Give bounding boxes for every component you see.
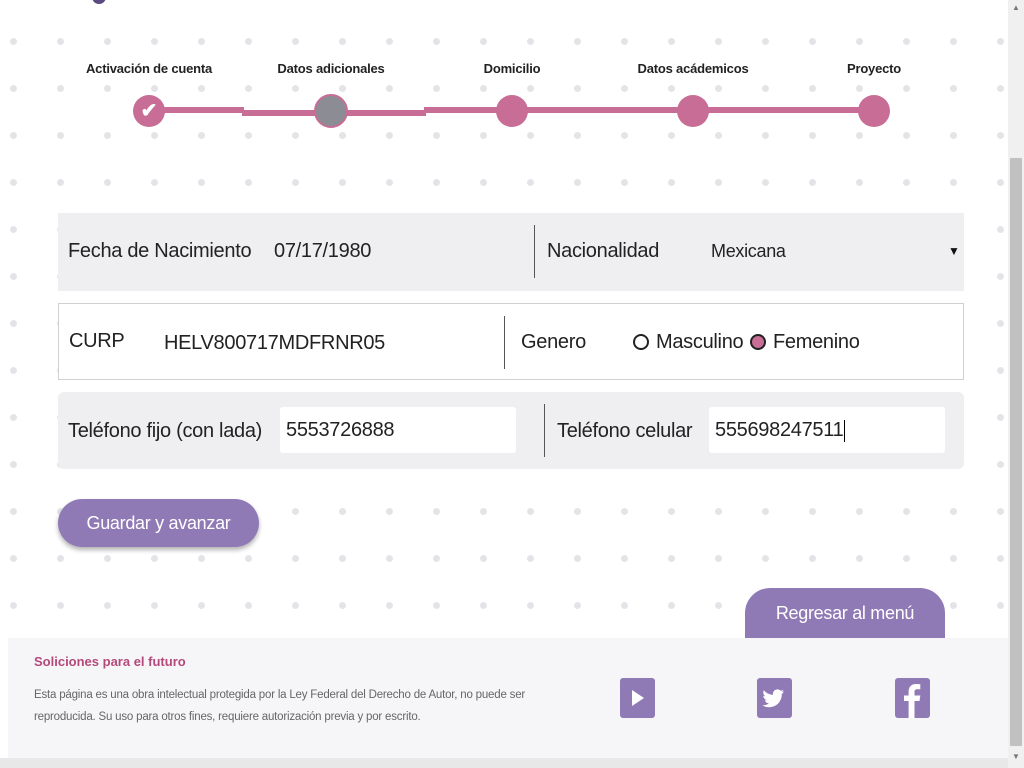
twitter-icon[interactable] — [757, 678, 792, 718]
check-icon: ✔ — [140, 100, 158, 122]
divider — [504, 316, 505, 369]
youtube-icon[interactable] — [620, 678, 655, 718]
scroll-thumb[interactable] — [1010, 158, 1022, 746]
curp-field[interactable]: HELV800717MDFRNR05 — [164, 332, 385, 354]
stepper-line — [346, 110, 426, 116]
step-circle-done[interactable]: ✔ — [133, 95, 165, 127]
radio-femenino-label[interactable]: Femenino — [773, 331, 860, 353]
form-row-birth-nationality: Fecha de Nacimiento 07/17/1980 Nacionali… — [58, 213, 964, 291]
scroll-up-arrow-icon[interactable]: ▲ — [1012, 3, 1020, 12]
nationality-select[interactable]: Mexicana ▼ — [703, 227, 964, 277]
logo — [92, 0, 106, 4]
birthdate-label: Fecha de Nacimiento — [68, 240, 252, 262]
gender-label: Genero — [521, 331, 586, 353]
birthdate-field[interactable]: 07/17/1980 — [274, 240, 372, 262]
scroll-down-arrow-icon[interactable]: ▼ — [1012, 752, 1020, 761]
mobile-input[interactable]: 555698247511 — [709, 407, 945, 453]
nationality-label: Nacionalidad — [547, 240, 660, 262]
step-circle-proyecto[interactable] — [858, 95, 890, 127]
form-row-curp-gender: CURP HELV800717MDFRNR05 Genero Masculino… — [58, 303, 964, 380]
text-caret — [844, 419, 846, 442]
mobile-value: 555698247511 — [715, 419, 844, 441]
radio-femenino[interactable] — [750, 334, 766, 350]
step-circle-datos-academicos[interactable] — [677, 95, 709, 127]
radio-masculino[interactable] — [633, 334, 649, 350]
step-label-datos-academicos: Datos acádemicos — [637, 61, 749, 76]
page-scrollbar[interactable]: ▲ ▼ — [1008, 0, 1024, 768]
footer-title: Soliciones para el futuro — [34, 654, 186, 669]
stepper-line — [424, 107, 512, 113]
step-label-datos-adicionales: Datos adicionales — [277, 61, 385, 76]
form-row-phones: Teléfono fijo (con lada) 5553726888 Telé… — [58, 392, 964, 469]
divider — [544, 404, 545, 457]
nationality-value: Mexicana — [711, 241, 786, 261]
divider — [534, 225, 535, 278]
step-circle-current[interactable] — [314, 94, 348, 128]
facebook-icon[interactable] — [895, 678, 930, 718]
back-to-menu-button[interactable]: Regresar al menú — [745, 588, 945, 638]
landline-value: 5553726888 — [286, 419, 395, 441]
step-label-activacion: Activación de cuenta — [85, 61, 213, 76]
step-circle-domicilio[interactable] — [496, 95, 528, 127]
radio-masculino-label[interactable]: Masculino — [656, 331, 744, 353]
curp-label: CURP — [69, 330, 125, 352]
step-label-proyecto: Proyecto — [846, 61, 902, 76]
stepper-line — [242, 110, 320, 116]
step-label-domicilio: Domicilio — [483, 61, 541, 76]
save-and-continue-button[interactable]: Guardar y avanzar — [58, 499, 259, 547]
stepper-line — [149, 107, 244, 113]
footer: Soliciones para el futuro Esta página es… — [8, 638, 1008, 758]
landline-input[interactable]: 5553726888 — [280, 407, 516, 453]
footer-copyright-text: Esta página es una obra intelectual prot… — [34, 689, 526, 723]
landline-label: Teléfono fijo (con lada) — [68, 420, 263, 442]
chevron-down-icon: ▼ — [948, 244, 960, 258]
mobile-label: Teléfono celular — [557, 420, 693, 442]
